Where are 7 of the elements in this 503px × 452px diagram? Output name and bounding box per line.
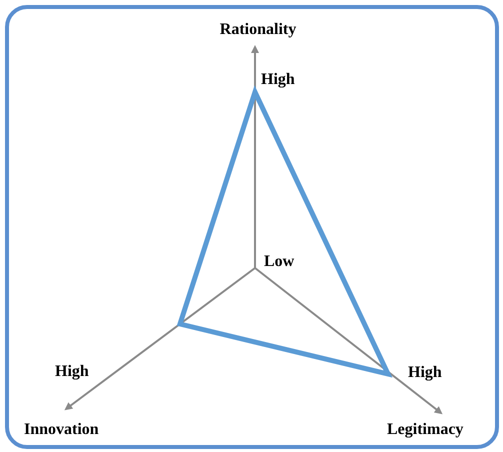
axis-label: High [55,362,89,382]
axis-label: Low [264,252,294,272]
axis-label: Innovation [24,420,99,440]
axis-label: High [261,70,295,90]
axis-label: Legitimacy [387,420,464,440]
axis-label: High [408,363,442,383]
axis-label: Rationality [220,20,296,40]
